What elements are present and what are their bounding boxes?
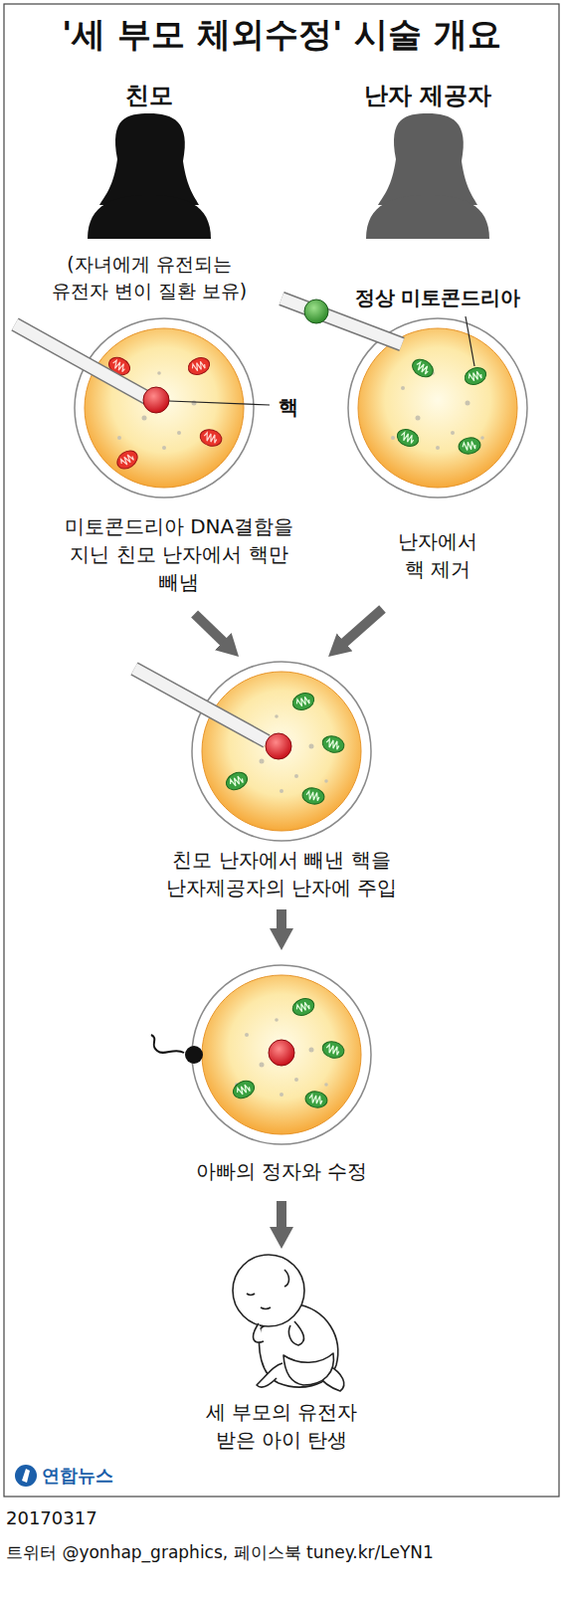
flow-arrow — [276, 909, 287, 935]
nucleus — [265, 733, 292, 759]
leader-line — [169, 400, 270, 405]
title: '세 부모 체외수정' 시술 개요 — [0, 13, 563, 55]
leader-line — [465, 316, 475, 367]
flow-arrow — [340, 608, 382, 646]
pipette — [14, 324, 150, 399]
pipette — [134, 668, 267, 742]
logo-mark — [14, 1464, 37, 1487]
logo-text: 연합뉴스 — [41, 1464, 114, 1487]
caption: 난자에서 핵 제거 — [390, 527, 486, 583]
baby — [232, 1254, 345, 1391]
nucleus — [143, 386, 170, 413]
sperm — [151, 1034, 203, 1064]
reconstructed-egg — [191, 661, 372, 841]
mother-egg — [74, 318, 254, 498]
fertilization-step: 아빠의 정자와 수정 — [149, 949, 414, 1199]
caption: 미토콘드리아 DNA결함을 지닌 친모 난자에서 핵만 빼냄 — [62, 512, 297, 596]
caption: (자녀에게 유전되는 유전자 변이 질환 보유) — [44, 250, 254, 304]
credit: 트위터 @yonhap_graphics, 페이스북 tuney.kr/LeYN… — [5, 1541, 434, 1562]
caption: 세 부모의 유전자 받은 아이 탄생 — [191, 1397, 372, 1454]
flow-arrow — [276, 1200, 287, 1233]
donor-group: 난자 제공자정상 미토콘드리아난자에서 핵 제거 — [298, 79, 554, 607]
caption: 아빠의 정자와 수정 — [157, 1156, 406, 1185]
donor-silhouette — [366, 113, 490, 239]
caption: 핵 — [273, 392, 304, 421]
mother-group: 친모(자녀에게 유전되는 유전자 변이 질환 보유)핵미토콘드리아 DNA결함을… — [9, 79, 299, 612]
caption: 정상 미토콘드리아 — [338, 283, 538, 312]
flow-arrow — [194, 613, 228, 646]
birth-step: 세 부모의 유전자 받은 아이 탄생 — [149, 1248, 414, 1463]
injection-step: 친모 난자에서 빼낸 핵을 난자제공자의 난자에 주입 — [109, 656, 454, 908]
person-label: 난자 제공자 — [328, 79, 528, 114]
donor-egg — [348, 318, 528, 498]
fertilized-egg — [191, 964, 372, 1144]
removed-nucleus — [304, 299, 329, 324]
frame — [3, 3, 560, 1497]
date: 20170317 — [5, 1506, 98, 1529]
caption: 친모 난자에서 빼낸 핵을 난자제공자의 난자에 주입 — [132, 845, 431, 902]
person-label: 친모 — [79, 79, 219, 114]
mother-silhouette — [87, 113, 211, 239]
